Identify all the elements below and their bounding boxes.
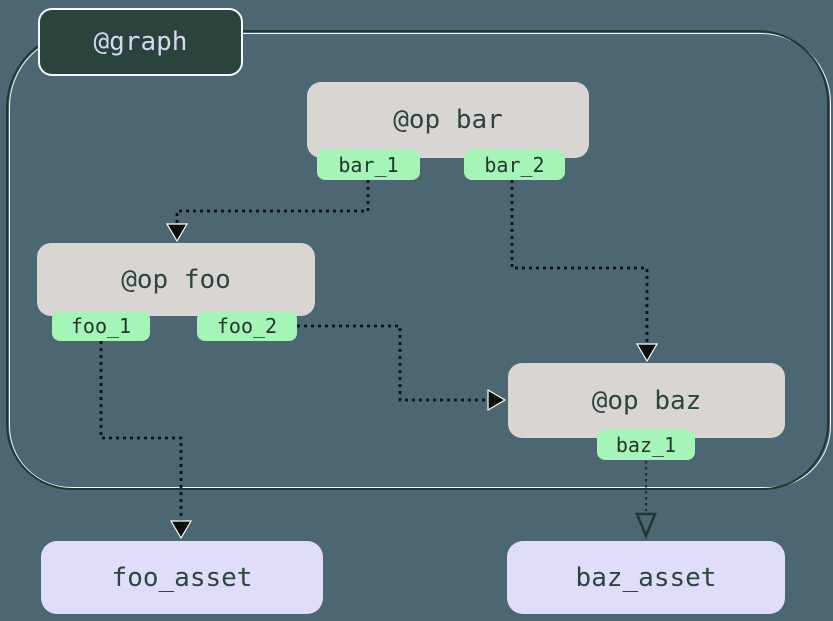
output-tag-baz_1: baz_1 [597, 430, 695, 460]
output-tag-foo_1-label: foo_1 [70, 314, 132, 338]
asset-node-baz_asset-label: baz_asset [575, 562, 717, 593]
op-node-baz-label: @op baz [591, 385, 702, 416]
op-node-foo: @op foo [37, 243, 315, 316]
op-node-foo-label: @op foo [121, 264, 231, 295]
graph-boundary-highlight [9, 33, 831, 488]
output-tag-foo_2-label: foo_2 [216, 314, 278, 338]
graph-node: @graph [38, 8, 243, 76]
output-tag-bar_2-label: bar_2 [484, 153, 545, 177]
op-node-bar: @op bar [307, 82, 589, 158]
asset-node-foo_asset-label: foo_asset [111, 562, 253, 593]
output-tag-bar_1: bar_1 [317, 150, 420, 180]
graph-node-label: @graph [93, 27, 188, 57]
arrowhead-down-foo_asset [169, 520, 193, 540]
output-tag-bar_2: bar_2 [464, 150, 565, 180]
op-node-baz: @op baz [508, 363, 785, 438]
output-tag-bar_1-label: bar_1 [338, 153, 399, 177]
op-node-bar-label: @op bar [393, 105, 503, 135]
output-tag-foo_1: foo_1 [52, 311, 150, 341]
graph-boundary [6, 30, 829, 490]
asset-node-foo_asset: foo_asset [41, 541, 323, 614]
asset-node-baz_asset: baz_asset [507, 541, 785, 614]
output-tag-baz_1-label: baz_1 [615, 433, 677, 457]
output-tag-foo_2: foo_2 [197, 311, 297, 341]
arrowhead-hollow-baz_asset [635, 512, 657, 540]
